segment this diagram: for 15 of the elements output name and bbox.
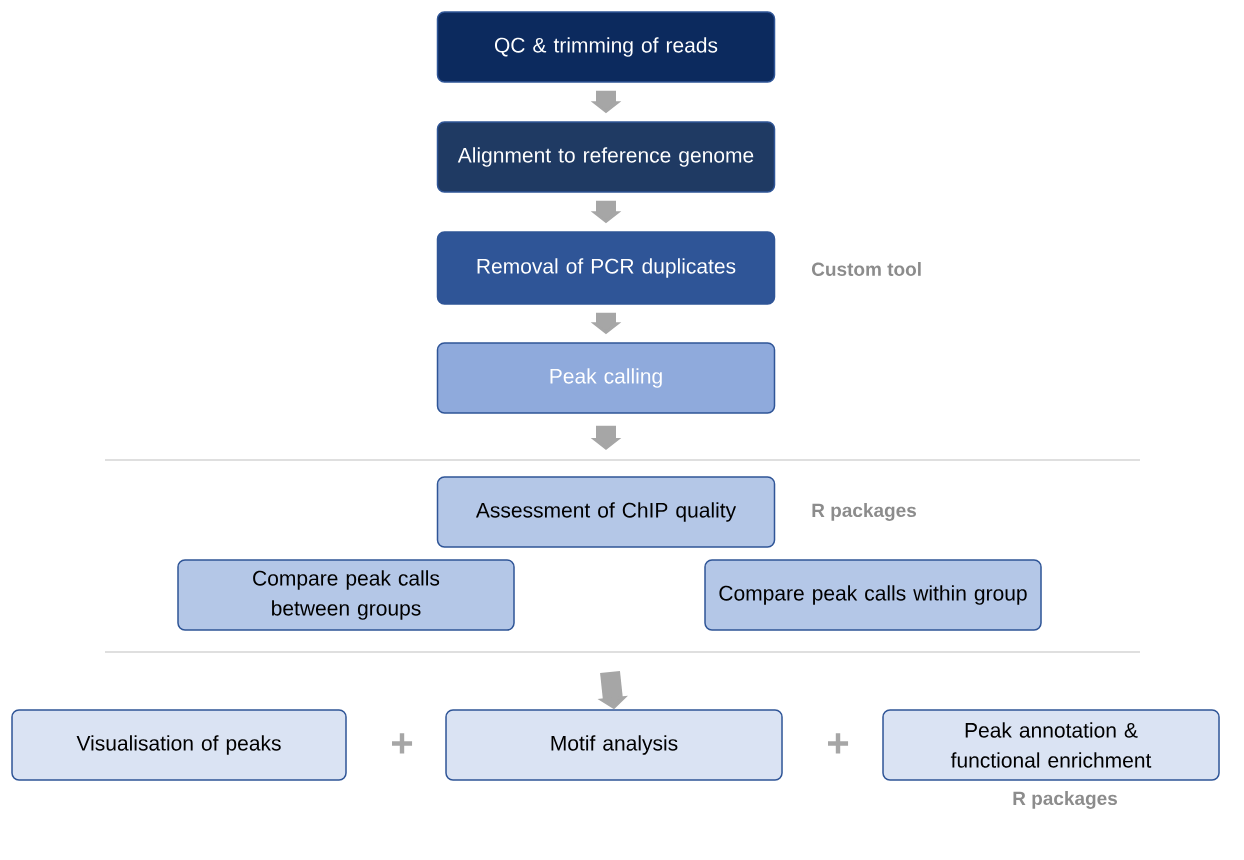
process-box: Motif analysis — [445, 709, 783, 781]
process-box: Peak annotation & functional enrichment — [882, 709, 1220, 781]
plus-sign: + — [392, 733, 413, 754]
process-box: Assessment of ChIP quality — [436, 476, 776, 548]
process-box: Removal of PCR duplicates — [436, 231, 776, 305]
process-box: Compare peak calls between groups — [177, 559, 515, 631]
tool-label: Custom tool — [812, 262, 921, 276]
process-box: QC & trimming of reads — [436, 11, 776, 83]
tool-label: R packages — [812, 503, 916, 521]
process-box: Peak calling — [436, 342, 776, 414]
process-box: Visualisation of peaks — [11, 709, 347, 781]
process-box: Alignment to reference genome — [436, 121, 776, 193]
process-box: Compare peak calls within group — [704, 559, 1042, 631]
plus-sign: + — [828, 733, 849, 754]
tool-label: R packages — [1013, 791, 1117, 809]
